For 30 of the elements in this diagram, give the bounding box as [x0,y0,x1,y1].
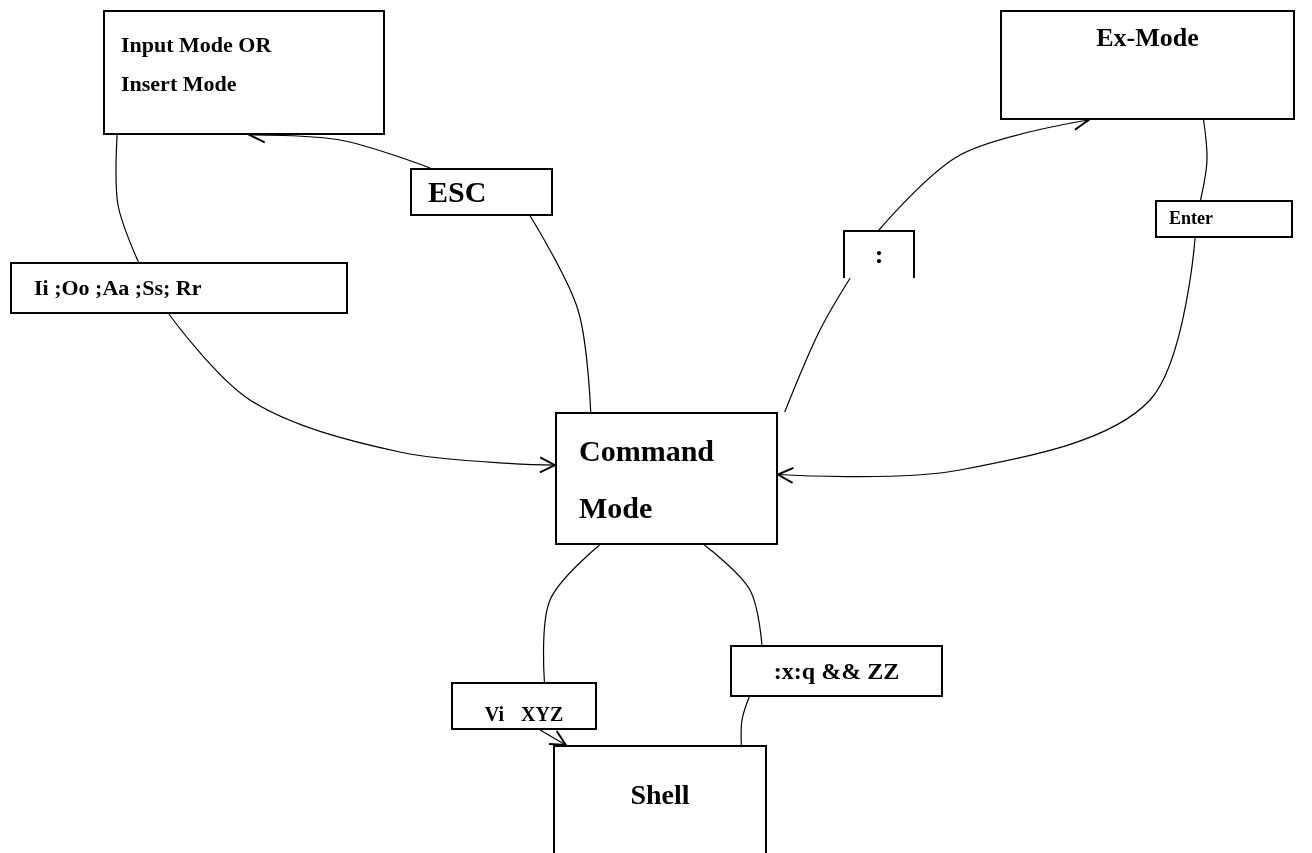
connector [703,544,763,646]
connector [539,729,567,746]
connector [529,215,592,413]
connector [115,134,140,263]
state-label: Command Mode [579,432,715,526]
state-label: Enter [1169,208,1213,230]
state-label: Vi XYZ [484,702,564,726]
state-label: ESC [428,174,487,210]
state-box [843,230,915,278]
state-box [553,745,767,853]
connector [777,237,1196,484]
connector [168,313,556,474]
state-box [1155,200,1293,238]
state-label: Shell [630,778,690,812]
connector [740,696,750,746]
state-label: :x:q && ZZ [773,656,900,686]
state-label: Ii ;Oo ;Aa ;Ss; Rr [34,274,202,302]
state-box [1000,10,1295,120]
state-box [10,262,348,314]
state-label: Input Mode OR Insert Mode [121,31,273,98]
state-box [103,10,385,135]
state-label: : [874,239,884,271]
state-box [555,412,778,545]
connector [784,277,851,413]
state-box [410,168,553,216]
connector [1199,119,1208,201]
state-box [730,645,943,697]
state-label: Ex-Mode [1096,22,1199,54]
connector [542,544,601,683]
state-box [451,682,597,730]
